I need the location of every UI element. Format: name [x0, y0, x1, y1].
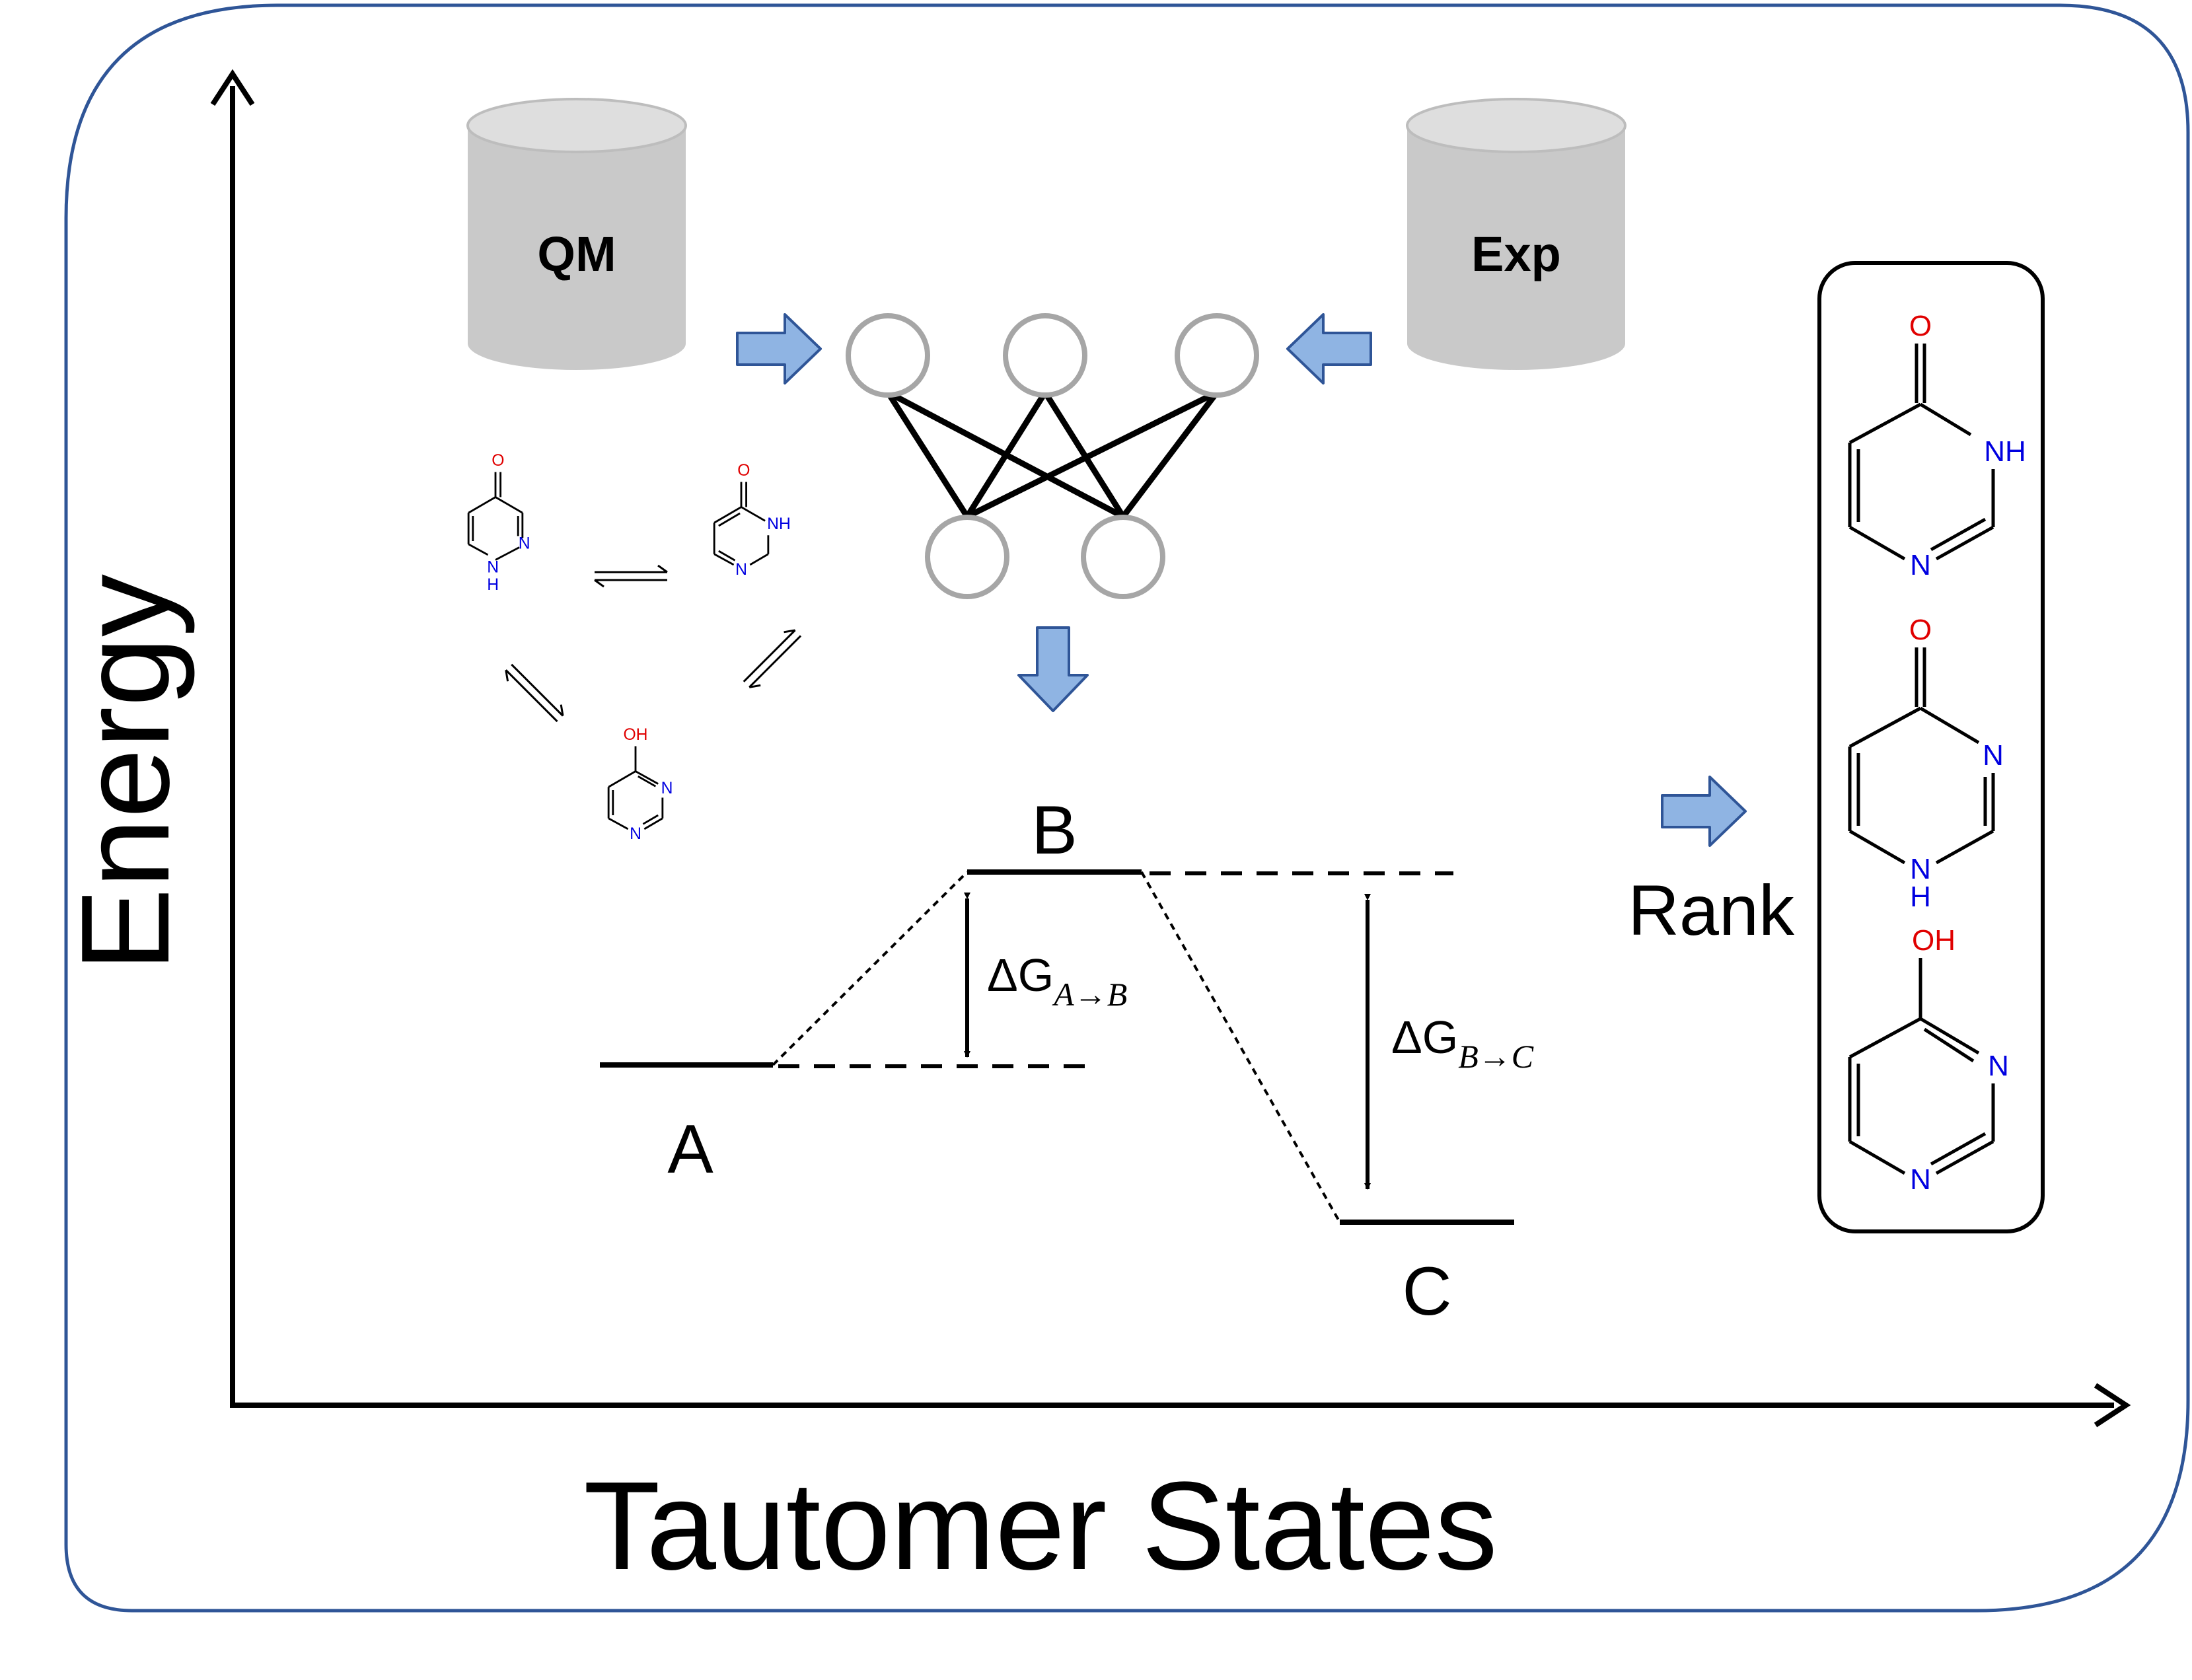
qm-database-icon: QM	[466, 98, 687, 371]
exp-database-icon: Exp	[1406, 98, 1626, 371]
svg-text:N: N	[1910, 549, 1931, 581]
svg-text:N: N	[661, 780, 673, 797]
arrow-to-rank-icon	[1661, 776, 1747, 847]
delta-g-bc-label: ΔGB→C	[1391, 1011, 1534, 1075]
svg-text:OH: OH	[1912, 924, 1955, 957]
arrow-qm-to-network-icon	[736, 313, 822, 384]
ranked-tautomer-1-structure: O NH N	[1848, 310, 2026, 581]
delta-g-ab-label: ΔGA→B	[987, 949, 1127, 1013]
ranked-tautomer-2-structure: O N N H	[1848, 614, 2004, 913]
arrow-exp-to-network-icon	[1286, 313, 1372, 384]
svg-text:N: N	[519, 534, 530, 552]
svg-text:O: O	[1909, 310, 1932, 342]
svg-text:N: N	[1910, 1163, 1931, 1196]
tautomer-2-structure: O NH N	[713, 462, 791, 579]
tautomer-1-structure: O N N H	[467, 452, 530, 594]
state-a-label: A	[667, 1111, 713, 1188]
neural-network-icon	[846, 313, 1259, 599]
equilibrium-arrow-top-icon	[593, 564, 669, 588]
svg-text:O: O	[737, 462, 750, 480]
qm-label: QM	[537, 227, 616, 281]
equilibrium-arrow-left-icon	[500, 659, 569, 727]
arrow-network-to-profile-icon	[1017, 626, 1089, 712]
state-c-label: C	[1402, 1253, 1451, 1330]
svg-text:OH: OH	[623, 726, 647, 744]
ranked-tautomer-3-structure: OH N N	[1848, 924, 2009, 1196]
diagram-frame	[64, 3, 2190, 1613]
svg-text:N: N	[1910, 853, 1931, 885]
svg-text:NH: NH	[1984, 435, 2026, 468]
svg-text:N: N	[630, 825, 641, 843]
y-axis-label: Energy	[55, 574, 196, 972]
ranked-tautomers-box	[1817, 261, 2045, 1233]
svg-text:H: H	[1910, 881, 1931, 913]
tautomer-axis	[230, 1383, 2131, 1428]
svg-text:H: H	[487, 576, 499, 594]
svg-text:NH: NH	[767, 515, 791, 533]
svg-text:N: N	[1988, 1050, 2009, 1082]
svg-text:N: N	[735, 561, 747, 579]
energy-profile: A B C ΔGA→B ΔGB→C	[600, 792, 1534, 1330]
svg-text:N: N	[1983, 739, 2004, 772]
energy-axis	[210, 69, 255, 1407]
exp-label: Exp	[1471, 227, 1561, 281]
tautomer-3-structure: OH N N	[607, 726, 673, 843]
svg-text:O: O	[492, 452, 504, 470]
svg-text:N: N	[487, 559, 499, 577]
rank-label: Rank	[1628, 870, 1795, 950]
x-axis-label: Tautomer States	[583, 1456, 1497, 1596]
equilibrium-arrow-right-icon	[738, 624, 807, 693]
tautomer-equilibrium: O N N H O NH N	[467, 452, 807, 843]
state-b-label: B	[1031, 792, 1077, 869]
svg-text:O: O	[1909, 614, 1932, 646]
